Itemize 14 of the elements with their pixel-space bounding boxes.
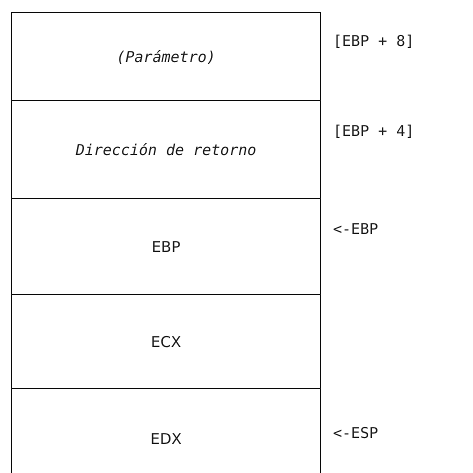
slot-label: ECX	[150, 332, 182, 350]
slot-label: EBP	[152, 238, 180, 256]
offset-annotation: [EBP + 8]	[333, 32, 414, 50]
slot-label: Dirección de retorno	[76, 140, 256, 158]
stack-slot	[11, 12, 321, 101]
offset-annotation: <-EBP	[333, 220, 378, 238]
stack-slot	[11, 100, 321, 199]
slot-label: (Parámetro)	[116, 48, 216, 66]
offset-annotation: [EBP + 4]	[333, 122, 414, 140]
stack-slot	[11, 294, 321, 389]
offset-annotation: <-ESP	[333, 424, 378, 442]
stack-slot	[11, 198, 321, 295]
stack-slot	[11, 388, 321, 473]
slot-label: EDX	[150, 430, 182, 448]
